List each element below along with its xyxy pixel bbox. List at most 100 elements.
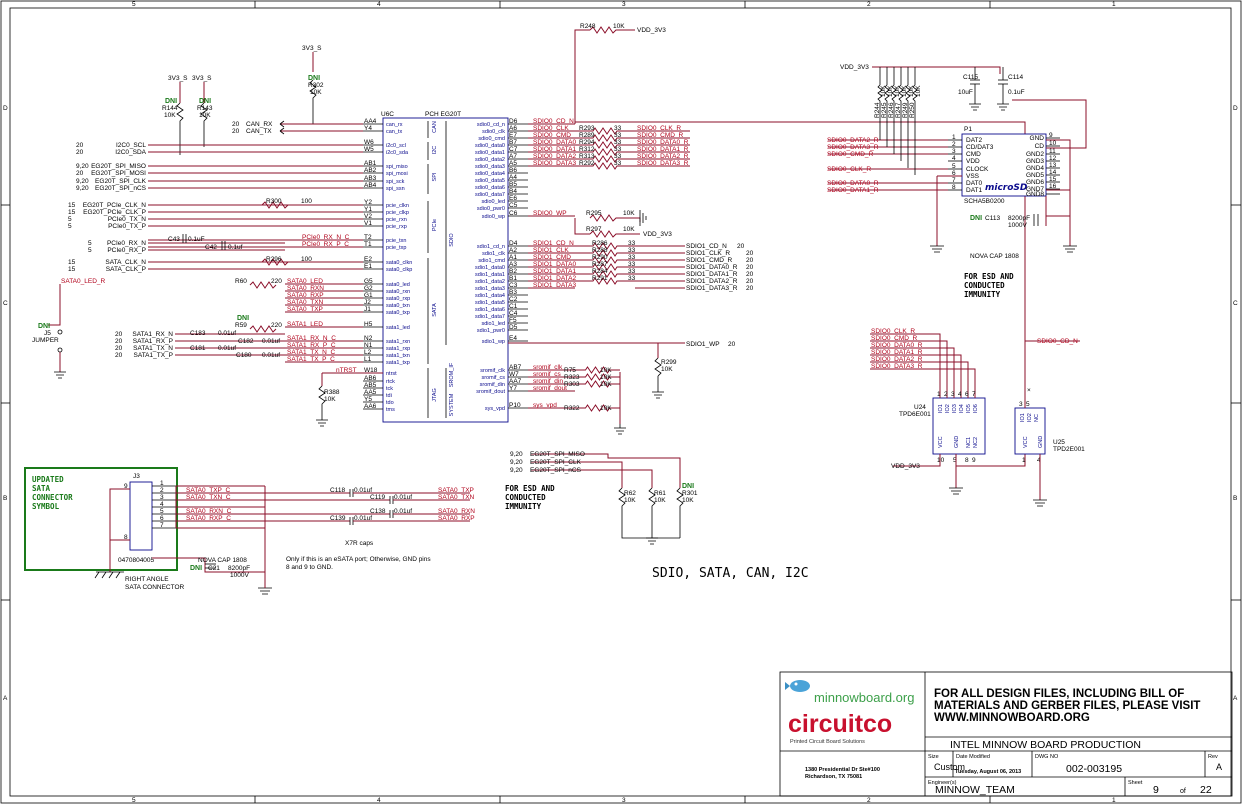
sdio1-sheet-ref: 20 [746, 278, 754, 285]
border-col-top: 5 [132, 1, 136, 8]
date-value: Tuesday, August 06, 2013 [955, 769, 1021, 775]
srom-resistor-ref: R323 [564, 374, 580, 381]
left-net-label: PCIe0_TX_N [108, 216, 147, 223]
ic-left-pin-name: can_tx [386, 129, 402, 135]
u25-pin-name: IO1 [1020, 413, 1026, 422]
microsd-part: SCHA5B0200 [964, 198, 1005, 205]
microsd-pin-name: CLOCK [966, 166, 989, 173]
ic-right-ball: B2 [509, 268, 517, 275]
microsd-pin-num: 5 [952, 163, 956, 170]
ic-right-net: SDIO0_DATA3 [533, 160, 576, 167]
sdio1-resistor-ref: R287 [592, 261, 608, 268]
ic-left-pin-name: sata0_led [386, 282, 410, 288]
microsd-pin-name: VSS [966, 173, 980, 180]
ic-right-net: SDIO1_DATA0 [533, 261, 576, 268]
ic-left-pin-name: tms [386, 407, 395, 413]
j3-pin-num: 4 [160, 501, 164, 508]
sdio0-resistor-net: SDIO0_DATA0_R [637, 139, 689, 146]
sdio1-wp-out: SDIO1_WP [686, 341, 720, 348]
u25-pin-name: IO2 [1027, 413, 1033, 422]
ic-right-ball: D6 [509, 118, 518, 125]
ic-left-pin-name: sata1_rxp [386, 346, 410, 352]
u24-pin-num: 5 [953, 457, 957, 464]
ic-left-ball: AA5 [364, 389, 377, 396]
ic-right-pin-name: sromif_dout [476, 389, 505, 395]
ic-right-ball: AA7 [509, 378, 522, 385]
r60-value: 220 [271, 278, 282, 285]
ic-right-net: SDIO0_DATA0 [533, 139, 576, 146]
address-line-2: Richardson, TX 75081 [805, 774, 862, 780]
srom-resistor-value: 10K [600, 405, 612, 412]
c21-ref: C21 [208, 565, 220, 572]
pcie-rx-caps: C43 0.1uF C42 0.1uf [168, 234, 243, 251]
dni-j5: DNI [38, 323, 50, 330]
j3-cap-ref: C118 [330, 487, 345, 494]
r248-ref: R248 [580, 23, 596, 30]
microsd-vdd: VDD_3V3 [840, 64, 869, 71]
ntrst-pulldown: nTRST R388 10K [316, 367, 383, 427]
microsd-ref: P1 [964, 126, 972, 133]
ic-right-ball: W7 [509, 371, 519, 378]
ic-left-pin-name: spi_miso [386, 164, 408, 170]
u25-pin-name: NC [1034, 414, 1040, 422]
left-net-label: SATA1_TX_N [133, 345, 173, 352]
sdio0-resistor-net: SDIO0_CLK_R [637, 125, 681, 132]
ic-right-ball: A5 [509, 160, 517, 167]
ic-left-ball: Y5 [364, 396, 372, 403]
sheet-title: SDIO, SATA, CAN, I2C [652, 566, 809, 581]
sdio1-sheet-ref: 20 [737, 243, 745, 250]
u25-ref: U25 [1053, 439, 1065, 446]
u25-net: SDIO0_CD_N [1037, 338, 1078, 345]
j3-pin-num: 7 [160, 522, 164, 529]
main-ic-ref: U6C [381, 111, 394, 118]
ic-right-ball: B4 [509, 188, 517, 195]
ic-right-ball: D5 [509, 324, 518, 331]
left-net-label: SATA1_LED [287, 321, 323, 328]
microsd-pullup-ref: R247 [895, 102, 902, 118]
ic-left-pin-name: tdi [386, 393, 392, 399]
sata-box-title-1: UPDATED [32, 475, 64, 484]
j3-body [129, 481, 153, 551]
sdio1-net-label: SDIO1_DATA3_R [686, 285, 738, 292]
sdio0-wp-pulldown: R295 10K [586, 210, 647, 226]
ic-left-pin-name: pcie_rxp [386, 224, 407, 230]
ic-right-pin-name: sdio0_data6 [475, 185, 505, 191]
ic-left-pin-name: sata1_txn [386, 353, 410, 359]
microsd-net-label: SDIO0_DATA1_R [827, 187, 879, 194]
ic-right-ball: AB7 [509, 364, 522, 371]
left-net-label: SATA1_TX_P_C [287, 356, 335, 363]
c21-val2: 1000V [230, 572, 249, 579]
esd-note-mid-1: FOR ESD AND [505, 484, 555, 493]
ic-right-pin-name: sdio0_data5 [475, 178, 505, 184]
srom-resistor-value: 10K [600, 381, 612, 388]
address-line-1: 1380 Presidential Dr Ste#100 [805, 767, 880, 773]
dni-c113: DNI [970, 215, 982, 222]
main-ic-part: PCH EG20T [425, 111, 461, 118]
ic-left-ball: V1 [364, 220, 372, 227]
r59-value: 220 [271, 322, 282, 329]
date-label: Date Modified [956, 754, 990, 760]
u25-pin-num: 3 [1019, 401, 1023, 408]
ic-right-pin-name: sdio0_cmd [478, 136, 505, 142]
left-net-sheet-ref: 20 [232, 128, 240, 135]
c115-value: 10uF [958, 89, 973, 96]
sata-clk-resistor: R296 100 [261, 256, 340, 266]
c180-value: 0.01uf [262, 352, 280, 359]
left-net-label: SATA_CLK_P [106, 266, 146, 273]
pullup-3v3-s-group: 3V3_S 3V3_S DNI DNI R144 R143 10K 10K [162, 75, 213, 155]
spi-net-sheet-ref: 9,20 [510, 467, 523, 474]
ic-right-net: SDIO0_CD_N [533, 118, 574, 125]
ic-group-label: JTAG [432, 388, 438, 402]
microsd-right-num: 9 [1049, 132, 1053, 139]
minnowboard-logo-text: minnowboard.org [814, 690, 914, 705]
u24-pin-name: IO2 [945, 404, 951, 413]
ic-left-ball: H5 [364, 321, 373, 328]
u24-pin-name: VCC [938, 436, 944, 448]
u24-pin-num: 7 [972, 391, 976, 398]
left-net-label: CAN_RX [246, 121, 273, 128]
j5-desc: JUMPER [32, 337, 59, 344]
sheet-label: Sheet [1128, 780, 1143, 786]
left-net-label: EG20T_SPI_MOSI [91, 170, 146, 177]
r296-value: 100 [301, 256, 312, 263]
